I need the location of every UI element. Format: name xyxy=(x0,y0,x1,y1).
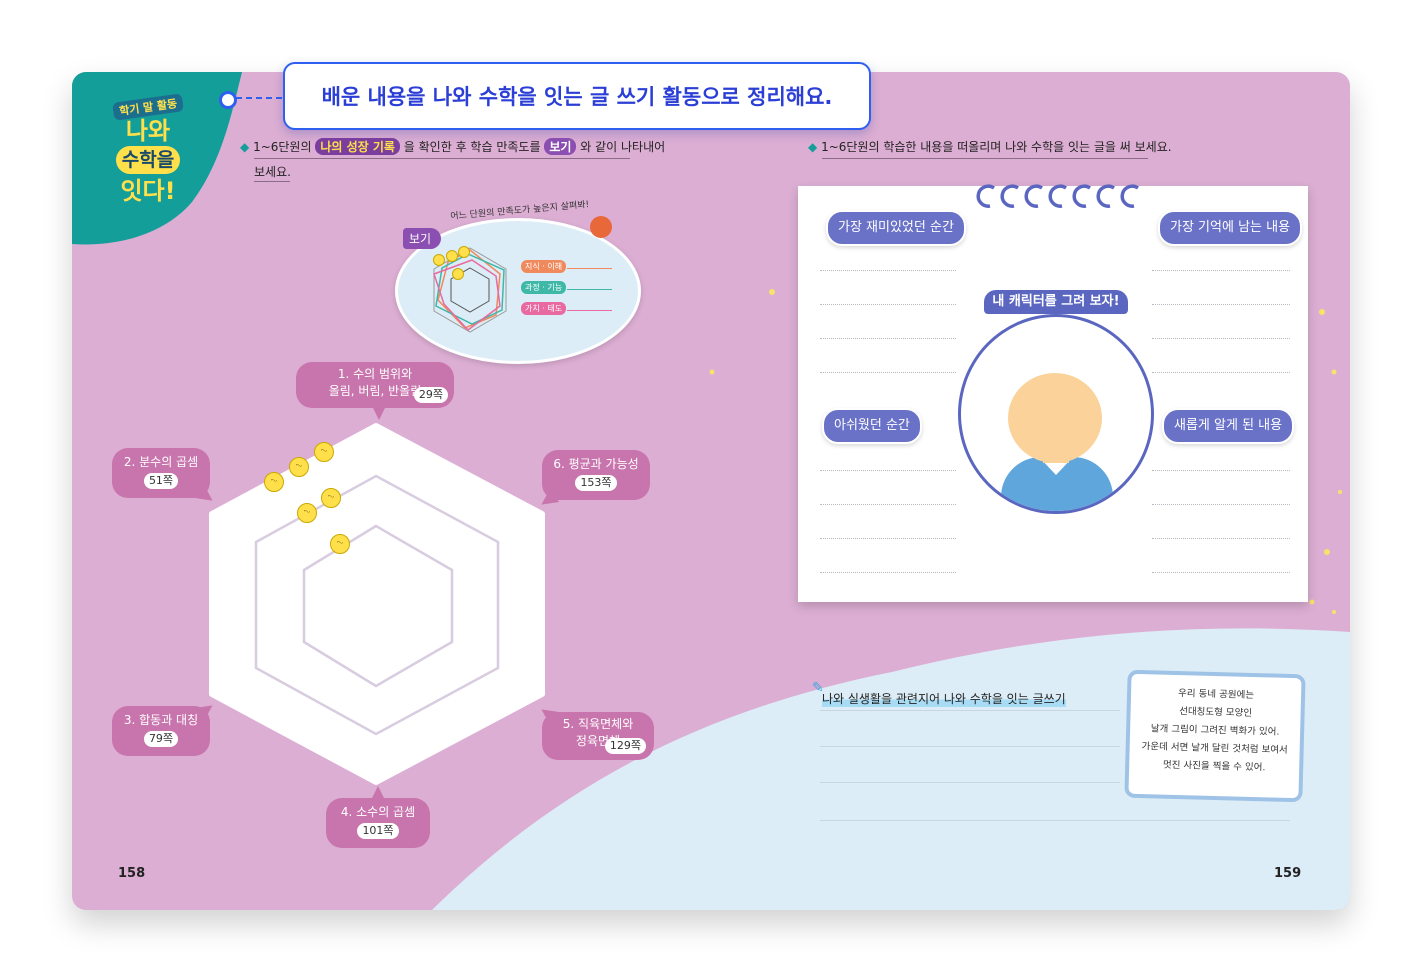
example-smile-icon xyxy=(446,250,458,262)
unit-bubble-3: 3. 합동과 대칭 79쪽 xyxy=(112,706,210,756)
writing-line xyxy=(1152,538,1290,539)
unit-title: 6. 평균과 가능성 xyxy=(553,457,639,471)
writing-line xyxy=(1152,270,1290,271)
legend-process: 과정 · 기능 xyxy=(521,281,567,294)
activity-callout: 배운 내용을 나와 수학을 잇는 글 쓰기 활동으로 정리해요. xyxy=(283,62,871,130)
example-tag: 보기 xyxy=(544,138,577,155)
writing-line xyxy=(1152,470,1290,471)
writing-line xyxy=(820,504,956,505)
legend-line xyxy=(567,310,612,311)
satisfaction-smile-icon: ᵔᵕ xyxy=(321,488,341,508)
unit-title: 2. 분수의 곱셈 xyxy=(123,455,199,469)
legend-line xyxy=(567,289,612,290)
writing-line xyxy=(820,338,956,339)
writing-line xyxy=(820,304,956,305)
instruction-underline xyxy=(254,158,630,159)
pencil-icon: ✎ xyxy=(812,680,824,696)
legend-line xyxy=(567,268,612,269)
mascot-icon xyxy=(590,216,612,238)
example-smile-icon xyxy=(433,254,445,266)
callout-dot xyxy=(219,91,237,109)
writing-line xyxy=(1152,572,1290,573)
writing-line xyxy=(820,470,956,471)
satisfaction-smile-icon: ᵔᵕ xyxy=(297,503,317,523)
unit-page: 129쪽 xyxy=(604,738,646,754)
bubble-tail xyxy=(371,786,385,800)
unit-page: 29쪽 xyxy=(413,387,448,403)
left-instruction-line2: 보세요. xyxy=(254,165,291,179)
badge-title-line1: 나와 xyxy=(125,117,171,145)
satisfaction-hexagon xyxy=(209,423,545,785)
left-instruction-part3: 와 같이 나타내어 xyxy=(580,140,666,154)
instruction-underline xyxy=(822,158,1148,159)
unit-page: 101쪽 xyxy=(357,823,399,839)
left-instruction-part2: 을 확인한 후 학습 만족도를 xyxy=(403,140,541,154)
satisfaction-smile-icon: ᵔᵕ xyxy=(264,472,284,492)
legend-knowledge: 지식 · 이해 xyxy=(521,260,567,273)
unit-bubble-1: 1. 수의 범위와 올림, 버림, 반올림 29쪽 xyxy=(296,362,454,408)
writing-line xyxy=(820,572,956,573)
right-instruction-text: 1~6단원의 학습한 내용을 떠올리며 나와 수학을 잇는 글을 써 보세요. xyxy=(821,140,1172,154)
label-regret: 아쉬웠던 순간 xyxy=(822,408,922,444)
writing-line xyxy=(820,820,1290,821)
example-smile-icon xyxy=(452,268,464,280)
instruction-underline-2 xyxy=(254,181,290,182)
label-learned: 새롭게 알게 된 내용 xyxy=(1162,408,1295,444)
left-instruction: ◆ 1~6단원의 나의 성장 기록 을 확인한 후 학습 만족도를 보기 와 같… xyxy=(240,138,665,155)
example-hexagon-diagram xyxy=(433,247,507,333)
spiral-binding xyxy=(976,184,1140,208)
label-memorable: 가장 기억에 남는 내용 xyxy=(1158,210,1303,246)
writing-line xyxy=(1152,338,1290,339)
example-label: 보기 xyxy=(403,228,442,249)
writing-line xyxy=(1152,304,1290,305)
sample-note: 우리 동네 공원에는 선대칭도형 모양인 날개 그림이 그려진 벽화가 있어. … xyxy=(1124,669,1306,803)
writing-line xyxy=(1152,372,1290,373)
unit-page: 51쪽 xyxy=(143,473,179,489)
corner-badge: 학기 말 활동 나와 수학을 잇다! xyxy=(88,93,208,236)
bubble-tail xyxy=(372,406,386,420)
callout-connector xyxy=(236,97,282,99)
writing-line xyxy=(820,746,1120,747)
left-instruction-part1: 1~6단원의 xyxy=(253,140,312,154)
diamond-icon: ◆ xyxy=(240,140,250,154)
writing-line xyxy=(820,782,1120,783)
unit-bubble-6: 6. 평균과 가능성 153쪽 xyxy=(542,450,650,500)
unit-page: 79쪽 xyxy=(143,731,179,747)
unit-bubble-2: 2. 분수의 곱셈 51쪽 xyxy=(112,448,210,498)
growth-record-tag: 나의 성장 기록 xyxy=(315,138,400,155)
right-instruction: ◆ 1~6단원의 학습한 내용을 떠올리며 나와 수학을 잇는 글을 써 보세요… xyxy=(808,138,1172,155)
satisfaction-smile-icon: ᵔᵕ xyxy=(289,457,309,477)
character-frame xyxy=(958,314,1154,514)
badge-title-line2: 수학을 xyxy=(115,146,181,174)
satisfaction-smile-icon: ᵔᵕ xyxy=(314,442,334,462)
writing-title: 나와 실생활을 관련지어 나와 수학을 잇는 글쓰기 xyxy=(822,690,1066,707)
example-smile-icon xyxy=(458,246,470,258)
unit-title: 4. 소수의 곱셈 xyxy=(340,805,416,819)
character-banner: 내 캐릭터를 그려 보자! xyxy=(984,290,1128,314)
unit-page: 153쪽 xyxy=(575,475,617,491)
unit-bubble-4: 4. 소수의 곱셈 101쪽 xyxy=(326,798,430,848)
satisfaction-smile-icon: ᵔᵕ xyxy=(330,534,350,554)
writing-line xyxy=(820,538,956,539)
diamond-icon: ◆ xyxy=(808,140,818,154)
page-number-left: 158 xyxy=(118,866,146,881)
writing-line xyxy=(820,372,956,373)
writing-line xyxy=(820,270,956,271)
badge-title-line3: 잇다! xyxy=(120,177,176,205)
label-fun-moment: 가장 재미있었던 순간 xyxy=(826,210,966,246)
page-number-right: 159 xyxy=(1274,866,1302,881)
character-head-icon xyxy=(1008,373,1102,463)
writing-line xyxy=(1152,504,1290,505)
unit-title: 3. 합동과 대칭 xyxy=(123,713,199,727)
unit-bubble-5: 5. 직육면체와 정육면체 129쪽 xyxy=(542,712,654,760)
legend-value: 가치 · 태도 xyxy=(521,302,567,315)
unit-title: 1. 수의 범위와 올림, 버림, 반올림 xyxy=(328,367,422,398)
writing-line xyxy=(820,710,1120,711)
